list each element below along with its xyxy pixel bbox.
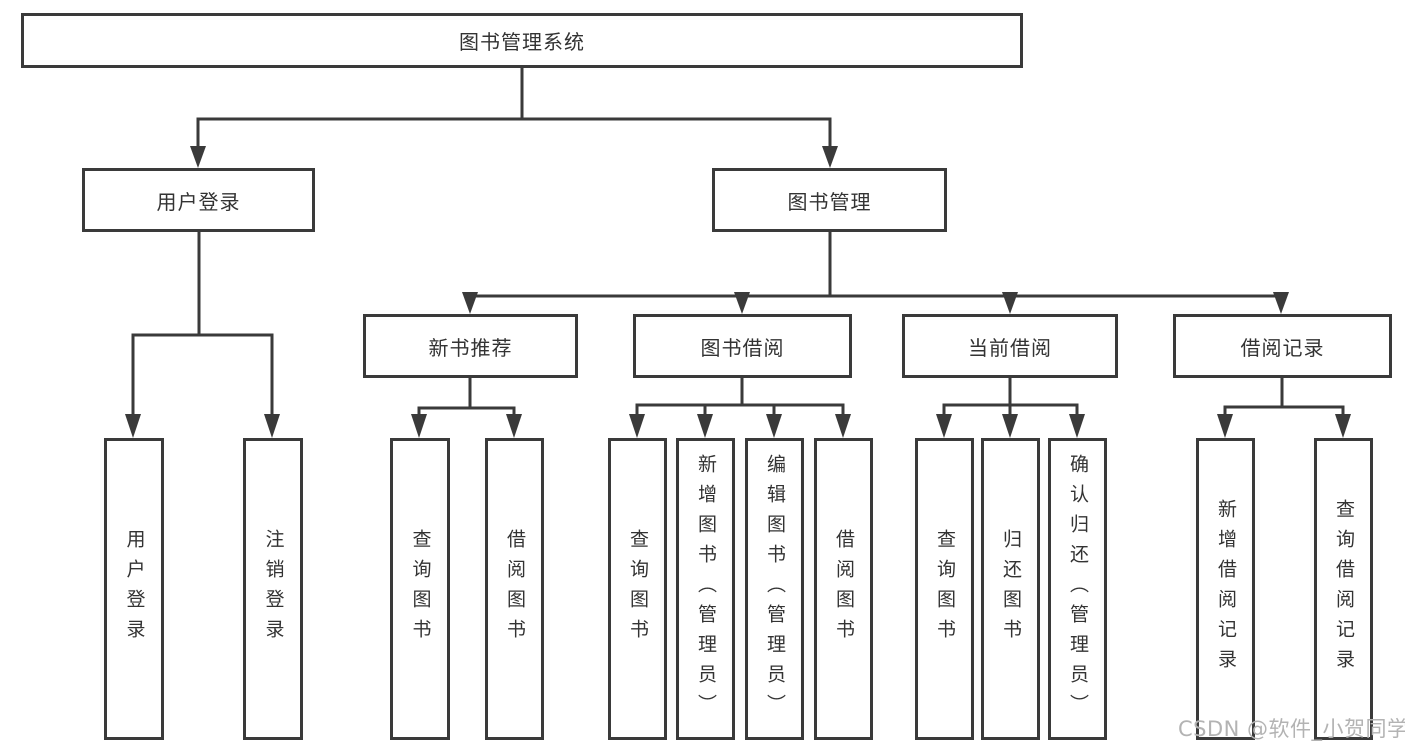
leaf-edit-book-admin: 编辑图书（管理员） bbox=[745, 438, 804, 740]
node-label: 新书推荐 bbox=[428, 335, 513, 360]
leaf-query-books-1: 查询图书 bbox=[390, 438, 450, 740]
leaf-confirm-return-admin: 确认归还（管理员） bbox=[1048, 438, 1107, 740]
node-label: 查询图书 bbox=[627, 529, 649, 649]
node-label: 图书管理 bbox=[787, 189, 872, 214]
node-label: 当前借阅 bbox=[968, 335, 1052, 360]
node-label: 借阅图书 bbox=[833, 529, 855, 649]
leaf-query-borrow-record: 查询借阅记录 bbox=[1314, 438, 1373, 740]
watermark-text: CSDN @软件_小贺同学 bbox=[1178, 717, 1405, 741]
node-label: 借阅图书 bbox=[504, 529, 526, 649]
leaf-user-login: 用户登录 bbox=[104, 438, 164, 740]
node-label: 查询图书 bbox=[409, 529, 432, 649]
leaf-return-book: 归还图书 bbox=[981, 438, 1040, 740]
leaf-add-borrow-record: 新增借阅记录 bbox=[1196, 438, 1255, 740]
node-label: 新增图书（管理员） bbox=[695, 454, 717, 724]
leaf-borrow-books-1: 借阅图书 bbox=[485, 438, 544, 740]
node-library-management-system: 图书管理系统 bbox=[21, 13, 1023, 68]
node-label: 图书管理系统 bbox=[459, 30, 585, 54]
arrowheads bbox=[125, 146, 1351, 438]
node-label: 借阅记录 bbox=[1240, 335, 1325, 360]
node-book-management: 图书管理 bbox=[712, 168, 947, 232]
node-label: 归还图书 bbox=[1000, 529, 1022, 649]
node-user-login: 用户登录 bbox=[82, 168, 315, 232]
node-label: 用户登录 bbox=[156, 189, 241, 214]
node-label: 新增借阅记录 bbox=[1215, 499, 1237, 679]
node-new-book-recommend: 新书推荐 bbox=[363, 314, 578, 378]
leaf-borrow-books-2: 借阅图书 bbox=[814, 438, 873, 740]
node-label: 图书借阅 bbox=[700, 335, 785, 360]
node-label: 确认归还（管理员） bbox=[1067, 454, 1089, 724]
node-current-borrowing: 当前借阅 bbox=[902, 314, 1118, 378]
node-label: 编辑图书（管理员） bbox=[764, 454, 786, 724]
node-label: 注销登录 bbox=[262, 529, 285, 649]
leaf-add-book-admin: 新增图书（管理员） bbox=[676, 438, 735, 740]
leaf-logout-login: 注销登录 bbox=[243, 438, 303, 740]
node-book-borrowing: 图书借阅 bbox=[633, 314, 852, 378]
node-label: 查询图书 bbox=[934, 529, 956, 649]
node-borrowing-records: 借阅记录 bbox=[1173, 314, 1392, 378]
leaf-query-books-2: 查询图书 bbox=[608, 438, 667, 740]
node-label: 查询借阅记录 bbox=[1333, 499, 1355, 679]
leaf-query-books-3: 查询图书 bbox=[915, 438, 974, 740]
node-label: 用户登录 bbox=[123, 529, 146, 649]
